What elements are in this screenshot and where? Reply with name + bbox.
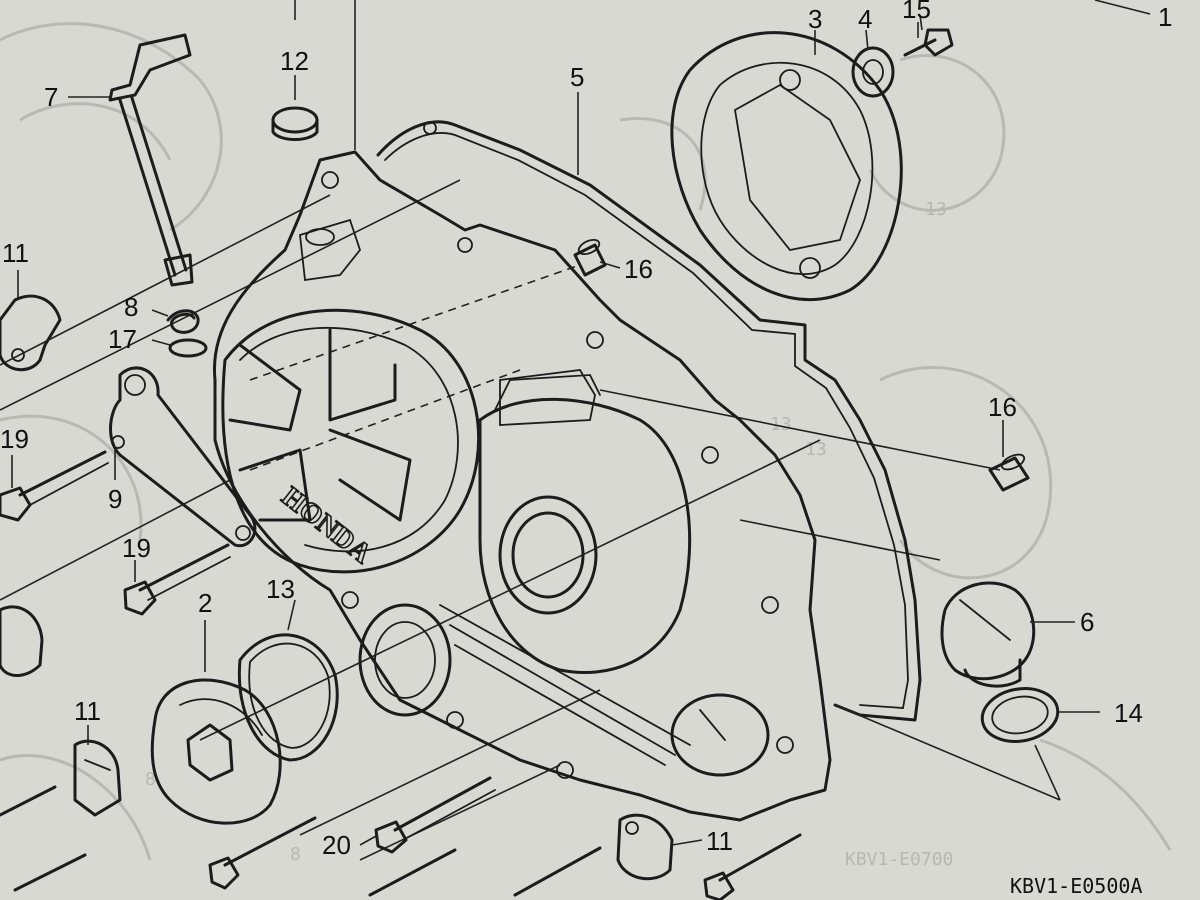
callout-numbers: 1 2 3 4 5 6 7 8 9 11 11 11 12 13 14 15 1… (0, 0, 1172, 860)
bolt-15 (903, 28, 954, 57)
callout-6: 6 (1080, 607, 1094, 637)
bolt-19a (0, 450, 109, 522)
callout-3: 3 (808, 4, 822, 34)
callout-14: 14 (1114, 698, 1143, 728)
dowel-pin-16b (988, 453, 1030, 492)
clamp-11b (73, 739, 122, 817)
bolt-row-lower (0, 785, 802, 900)
clip-17 (168, 338, 208, 358)
o-ring-14 (980, 687, 1060, 743)
callout-7: 7 (44, 82, 58, 112)
callout-19b: 19 (122, 533, 151, 563)
clamp-11a (0, 294, 62, 371)
ghost-label: 13 (925, 199, 947, 220)
assembly-axis-lines (0, 179, 1001, 861)
cover-cap-2 (150, 678, 282, 825)
ghost-label: 8 (290, 844, 301, 865)
shift-shaft-7 (108, 33, 194, 287)
callout-11b: 11 (74, 696, 101, 726)
callout-20: 20 (322, 830, 351, 860)
stopper-arm-9 (109, 366, 257, 548)
ring-below-13 (358, 603, 452, 717)
callout-leaders (11, 0, 1151, 846)
callout-15: 15 (902, 0, 931, 24)
callout-4: 4 (858, 4, 872, 34)
callout-11a: 11 (2, 238, 29, 268)
bolt-20 (374, 776, 496, 854)
spring-8 (166, 309, 200, 334)
figure-code: KBV1-E0500A (1010, 874, 1142, 898)
ghost-label: 13 (770, 414, 792, 435)
right-crankcase-cover: HONDA (212, 121, 832, 822)
oil-seal-12 (271, 106, 319, 141)
cover-plate (670, 31, 903, 302)
callout-12: 12 (280, 46, 309, 76)
callout-16b: 16 (988, 392, 1017, 422)
oil-filler-cap-6 (940, 581, 1036, 688)
callout-5: 5 (570, 62, 584, 92)
ghost-label: 8 (145, 769, 156, 790)
callout-11c: 11 (706, 826, 733, 856)
callout-8: 8 (124, 292, 138, 322)
callout-1: 1 (1158, 2, 1172, 32)
callout-17: 17 (108, 324, 137, 354)
o-ring-13 (237, 633, 339, 762)
callout-2: 2 (198, 588, 212, 618)
clamp-left-mid (0, 605, 44, 677)
crankcase-cover-gasket (376, 120, 922, 722)
background-ghost-drawing: 13 13 13 8 8 KBV1-E0700 (0, 22, 1172, 870)
bolt-19b (123, 543, 231, 616)
oil-seal-4 (851, 46, 895, 98)
dowel-pin-16a (573, 238, 607, 277)
callout-19a: 19 (0, 424, 29, 454)
clamp-11c (616, 813, 674, 881)
callout-9: 9 (108, 484, 122, 514)
callout-16a: 16 (624, 254, 653, 284)
callout-13: 13 (266, 574, 295, 604)
ghost-code: KBV1-E0700 (845, 849, 953, 870)
